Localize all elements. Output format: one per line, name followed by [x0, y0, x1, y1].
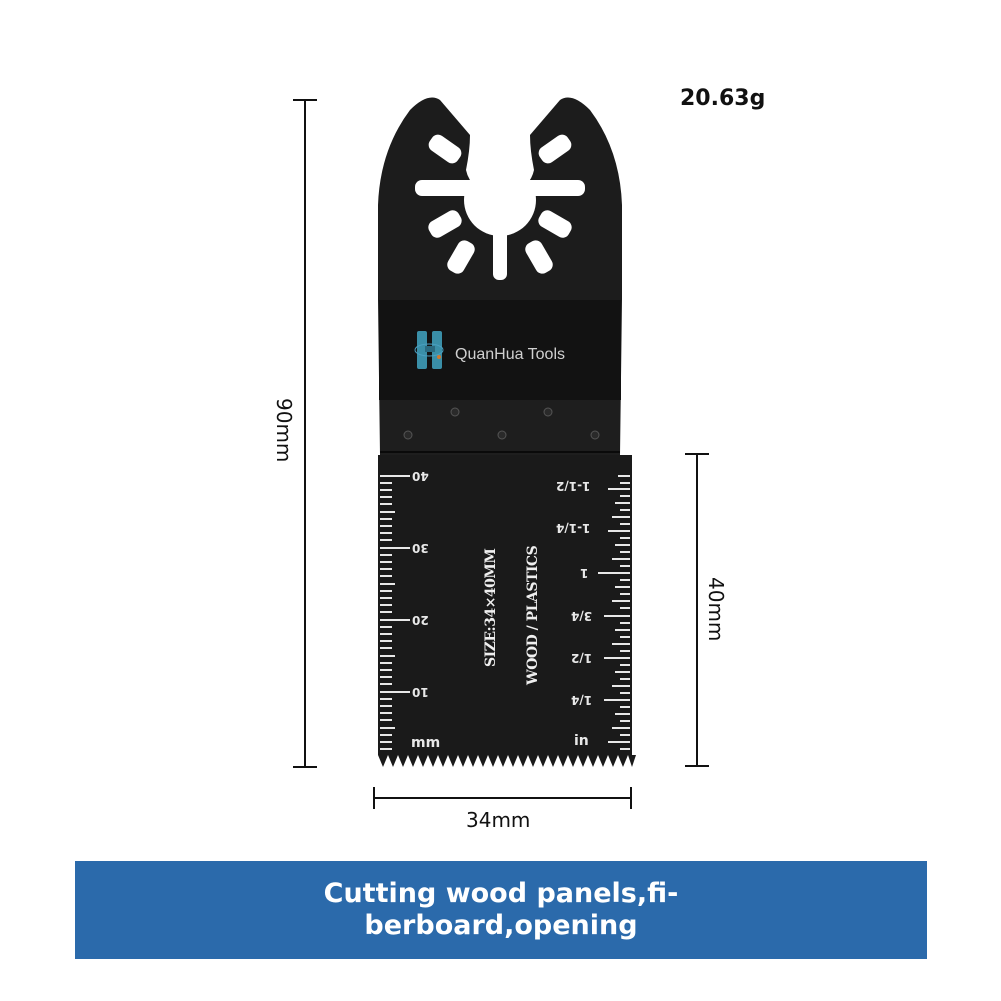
blade-size-text: SIZE:34×40MM — [483, 548, 499, 667]
feature-banner: Cutting wood panels,fi-berboard,opening — [75, 861, 927, 959]
dimension-40-bottom-cap — [685, 765, 709, 767]
inch-mark-1-1-2: 1-1/2 — [556, 479, 591, 493]
inch-mark-3-4: 3/4 — [571, 609, 593, 623]
mm-ruler-ticks — [380, 475, 410, 750]
weight-label: 20.63g — [680, 86, 766, 111]
dimension-34-right-cap — [630, 787, 632, 809]
mm-mark-30: 30 — [412, 541, 429, 555]
inch-mark-1-4: 1/4 — [571, 693, 593, 707]
mount-star-cutout — [415, 134, 585, 280]
dimension-34-line — [373, 797, 631, 799]
inch-mark-1: 1 — [580, 566, 589, 580]
mm-mark-40: 40 — [412, 469, 429, 483]
saw-teeth — [378, 755, 636, 767]
inch-mark-1-1-4: 1-1/4 — [556, 521, 591, 535]
dimension-34-label: 34mm — [466, 808, 531, 832]
mm-unit-label: mm — [411, 735, 441, 751]
dimension-90-bottom-cap — [293, 766, 317, 768]
brand-logo-icon — [414, 331, 444, 369]
blade-material-text: WOOD / PLASTICS — [525, 545, 541, 685]
inch-ruler-ticks — [598, 475, 630, 750]
dimension-90-line — [304, 99, 306, 767]
inch-unit-label: in — [574, 733, 589, 749]
rivets — [403, 407, 600, 440]
banner-text: Cutting wood panels,fi-berboard,opening — [323, 878, 679, 941]
mm-mark-10: 10 — [412, 685, 429, 699]
brand-name: QuanHua Tools — [455, 346, 565, 363]
inch-mark-1-2: 1/2 — [571, 651, 593, 665]
mm-mark-20: 20 — [412, 613, 429, 627]
dimension-40-line — [696, 453, 698, 766]
